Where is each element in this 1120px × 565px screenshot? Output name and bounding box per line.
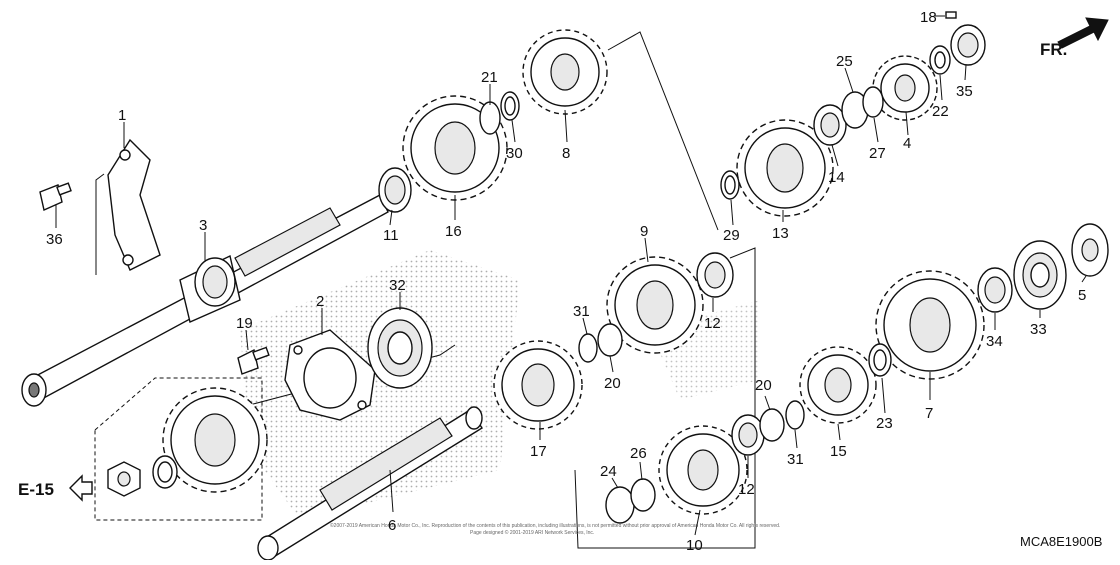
copyright-line-2: Page designed © 2001-2019 ARI Network Se… xyxy=(470,529,594,536)
ring-31-lower xyxy=(785,400,805,430)
group-line-top xyxy=(607,31,719,231)
callout-10[interactable]: 10 xyxy=(686,537,703,554)
callout-23[interactable]: 23 xyxy=(876,415,893,432)
callout-20-upper[interactable]: 20 xyxy=(604,375,621,392)
washer-20-lower xyxy=(759,408,785,442)
gear-17 xyxy=(493,340,583,430)
gear-4 xyxy=(872,55,938,121)
mainshaft xyxy=(21,194,389,407)
gear-10 xyxy=(658,425,748,515)
callout-9[interactable]: 9 xyxy=(640,223,648,240)
callout-12-lower[interactable]: 12 xyxy=(738,481,755,498)
callout-4[interactable]: 4 xyxy=(903,135,911,152)
bolt-36 xyxy=(39,182,72,211)
callout-3[interactable]: 3 xyxy=(199,217,207,234)
pin-18 xyxy=(945,11,957,19)
callout-30[interactable]: 30 xyxy=(506,145,523,162)
ring-31-upper xyxy=(578,333,598,363)
callout-31-lower[interactable]: 31 xyxy=(787,451,804,468)
countershaft xyxy=(257,406,483,561)
bearing-34 xyxy=(977,267,1013,313)
group-line-bottom xyxy=(574,247,756,549)
gear-15 xyxy=(799,346,877,424)
gear-13 xyxy=(736,119,834,217)
shading-region-center xyxy=(240,250,520,520)
washer-20-upper xyxy=(597,323,623,357)
e15-arrow-icon xyxy=(69,474,93,502)
front-label: FR. xyxy=(1040,40,1067,59)
washer-29 xyxy=(720,170,740,200)
callout-19[interactable]: 19 xyxy=(236,315,253,332)
callout-12-upper[interactable]: 12 xyxy=(704,315,721,332)
bearing-12-upper xyxy=(696,252,734,298)
washer-23 xyxy=(868,343,892,377)
callout-27[interactable]: 27 xyxy=(869,145,886,162)
callout-7[interactable]: 7 xyxy=(925,405,933,422)
copyright-line-1: ©2007-2019 American Honda Motor Co., Inc… xyxy=(330,522,780,529)
bushing-14 xyxy=(813,104,847,146)
callout-21[interactable]: 21 xyxy=(481,69,498,86)
bushing-11 xyxy=(378,167,412,213)
washer-24 xyxy=(605,486,635,524)
callout-29[interactable]: 29 xyxy=(723,227,740,244)
gear-9 xyxy=(606,256,704,354)
callout-1[interactable]: 1 xyxy=(118,107,126,124)
callout-2[interactable]: 2 xyxy=(316,293,324,310)
bearing-32 xyxy=(367,307,433,389)
callout-20-lower[interactable]: 20 xyxy=(755,377,772,394)
callout-24[interactable]: 24 xyxy=(600,463,617,480)
bearing-retainer-plate xyxy=(284,329,376,421)
callout-6[interactable]: 6 xyxy=(388,517,396,534)
ring-27 xyxy=(862,86,884,118)
ring-21 xyxy=(479,101,501,135)
gear-8 xyxy=(522,29,608,115)
leader-lines xyxy=(55,15,1087,536)
washer-30 xyxy=(500,91,520,121)
callout-18[interactable]: 18 xyxy=(920,9,937,26)
bearing-33 xyxy=(1013,240,1067,310)
callout-14[interactable]: 14 xyxy=(828,169,845,186)
diagram-code: MCA8E1900B xyxy=(1020,534,1102,549)
callout-13[interactable]: 13 xyxy=(772,225,789,242)
callout-8[interactable]: 8 xyxy=(562,145,570,162)
callout-22[interactable]: 22 xyxy=(932,103,949,120)
callout-15[interactable]: 15 xyxy=(830,443,847,460)
callout-16[interactable]: 16 xyxy=(445,223,462,240)
gear-7 xyxy=(875,270,985,380)
callout-25[interactable]: 25 xyxy=(836,53,853,70)
nut-e15 xyxy=(107,461,141,497)
reference-e15: E-15 xyxy=(18,480,54,499)
callout-33[interactable]: 33 xyxy=(1030,321,1047,338)
callout-26[interactable]: 26 xyxy=(630,445,647,462)
group-line-left xyxy=(95,173,105,275)
callout-36[interactable]: 36 xyxy=(46,231,63,248)
callout-34[interactable]: 34 xyxy=(986,333,1003,350)
bracket-plate xyxy=(107,138,161,271)
callout-labels: 1 2 3 4 5 6 7 8 9 10 11 12 12 13 14 15 1… xyxy=(46,9,1086,554)
callout-17[interactable]: 17 xyxy=(530,443,547,460)
callout-5[interactable]: 5 xyxy=(1078,287,1086,304)
callout-35[interactable]: 35 xyxy=(956,83,973,100)
front-arrow-icon xyxy=(1057,17,1109,49)
cap-5 xyxy=(1071,223,1109,277)
callout-32[interactable]: 32 xyxy=(389,277,406,294)
washer-e15 xyxy=(152,455,178,489)
callout-31-upper[interactable]: 31 xyxy=(573,303,590,320)
ring-26 xyxy=(630,478,656,512)
gear-e15-group xyxy=(162,387,268,493)
bearing-35 xyxy=(950,24,986,66)
dashed-group-box xyxy=(94,377,263,521)
bearing-12-lower xyxy=(731,414,765,456)
washer-22 xyxy=(929,45,951,75)
callout-11[interactable]: 11 xyxy=(383,227,399,244)
bolt-19 xyxy=(237,346,270,375)
